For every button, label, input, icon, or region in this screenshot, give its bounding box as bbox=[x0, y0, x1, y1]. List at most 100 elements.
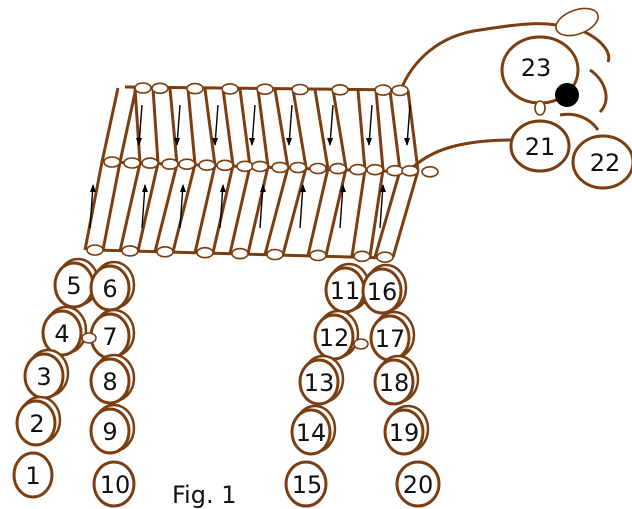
top-rail-bead bbox=[186, 82, 204, 95]
arrow-head bbox=[300, 184, 306, 192]
bead-14-label: 14 bbox=[296, 419, 327, 447]
body-column-line bbox=[101, 161, 122, 251]
figure-caption: Fig. 1 bbox=[172, 481, 237, 509]
bead-17-label: 17 bbox=[375, 325, 406, 353]
top-rail-bead bbox=[291, 83, 309, 96]
body-column-line bbox=[153, 163, 179, 253]
body-column-line bbox=[391, 170, 420, 258]
thread-direction-arrows bbox=[89, 104, 411, 229]
bead-3-label: 3 bbox=[36, 363, 51, 391]
body-column-line bbox=[100, 87, 120, 163]
up-arrow bbox=[219, 184, 224, 229]
bead-22 bbox=[571, 134, 632, 190]
arrow-head bbox=[404, 138, 410, 146]
body-column-line bbox=[221, 88, 235, 166]
body-column-line bbox=[118, 162, 142, 252]
middle-rail-bead bbox=[309, 162, 327, 175]
bottom-rail-bead bbox=[156, 246, 174, 258]
arrow-head bbox=[174, 138, 180, 146]
bead-19-label: 19 bbox=[389, 419, 420, 447]
body-connector-beads bbox=[86, 82, 439, 264]
head-connector-bead bbox=[534, 100, 546, 116]
body-lower-columns bbox=[83, 161, 420, 258]
bead-10-label: 10 bbox=[100, 471, 131, 499]
bead-18 bbox=[373, 358, 415, 406]
middle-rail-bead bbox=[103, 156, 121, 168]
bead-13 bbox=[298, 358, 340, 406]
body-column-line bbox=[228, 166, 252, 254]
middle-rail-bead bbox=[216, 159, 234, 172]
arrow-head bbox=[286, 138, 292, 146]
arrow-head bbox=[90, 184, 96, 192]
bead-19 bbox=[383, 408, 425, 456]
body-upper-columns bbox=[100, 87, 420, 171]
bottom-rail-bead bbox=[376, 251, 394, 264]
bead-16 bbox=[361, 267, 403, 315]
head: 23 21 22 bbox=[500, 7, 632, 190]
up-arrow bbox=[299, 184, 304, 229]
bead-8-label: 8 bbox=[102, 368, 117, 396]
body-column-line bbox=[256, 89, 270, 167]
bead-14 bbox=[290, 408, 332, 456]
body-column-line bbox=[211, 164, 235, 254]
bead-21 bbox=[509, 119, 571, 173]
body-column-line bbox=[246, 166, 270, 254]
body-column-line bbox=[331, 89, 348, 169]
bead-11-label: 11 bbox=[330, 277, 361, 305]
bead-9 bbox=[89, 407, 131, 455]
body-column-line bbox=[406, 90, 420, 171]
body-column-line bbox=[193, 164, 217, 254]
head-back-outline bbox=[589, 68, 608, 114]
body-column-line bbox=[368, 169, 385, 257]
body-column-line bbox=[118, 87, 138, 163]
bead-8 bbox=[89, 357, 131, 405]
body-column-line bbox=[356, 89, 367, 170]
top-rail-bead bbox=[151, 82, 169, 95]
middle-rail-bead bbox=[329, 162, 347, 175]
top-rail-bead bbox=[134, 82, 152, 94]
arrow-head bbox=[220, 184, 226, 192]
bead-20 bbox=[395, 460, 441, 508]
muzzle-outline bbox=[559, 112, 600, 131]
bead-16-label: 16 bbox=[367, 278, 398, 306]
body-column-line bbox=[273, 89, 290, 168]
body-column-line bbox=[291, 89, 308, 168]
body-column-line bbox=[136, 162, 160, 252]
bead-13-label: 13 bbox=[304, 369, 335, 397]
body-column-line bbox=[203, 88, 217, 166]
middle-rail-bead bbox=[251, 160, 269, 173]
bead-2 bbox=[15, 399, 57, 447]
bead-23-label: 23 bbox=[521, 54, 552, 82]
top-rail-bead bbox=[374, 84, 392, 96]
arrow-head bbox=[380, 184, 386, 192]
bottom-rail-bead bbox=[86, 244, 104, 256]
body-column-line bbox=[374, 89, 385, 170]
neck-bottom-outline bbox=[408, 138, 516, 172]
middle-rail-bead bbox=[271, 161, 289, 174]
middle-rail-bead bbox=[289, 161, 307, 174]
body-column-line bbox=[83, 161, 104, 251]
body-column-line bbox=[171, 163, 197, 253]
up-arrow bbox=[89, 184, 94, 229]
bottom-rail-bead bbox=[121, 245, 139, 257]
arrow-head bbox=[180, 184, 186, 192]
middle-rail-bead bbox=[161, 158, 179, 170]
body-column-line bbox=[151, 88, 160, 164]
bead-21-label: 21 bbox=[525, 133, 556, 161]
body-column-line bbox=[263, 167, 290, 255]
arrow-head bbox=[366, 138, 372, 146]
top-rail-bead bbox=[256, 83, 274, 95]
bottom-rail-bead bbox=[266, 248, 284, 261]
middle-rail-bead bbox=[141, 157, 159, 169]
middle-rail-bead bbox=[198, 159, 216, 171]
bead-7-label: 7 bbox=[102, 323, 117, 351]
bead-1-label: 1 bbox=[25, 462, 40, 490]
body-column-line bbox=[306, 168, 330, 256]
middle-rail-bead bbox=[386, 164, 404, 177]
body-column-line bbox=[168, 88, 179, 165]
bead-12-label: 12 bbox=[319, 324, 350, 352]
front-right-leg: 6 7 8 9 10 bbox=[89, 260, 136, 508]
bottom-rail-bead bbox=[231, 247, 249, 260]
